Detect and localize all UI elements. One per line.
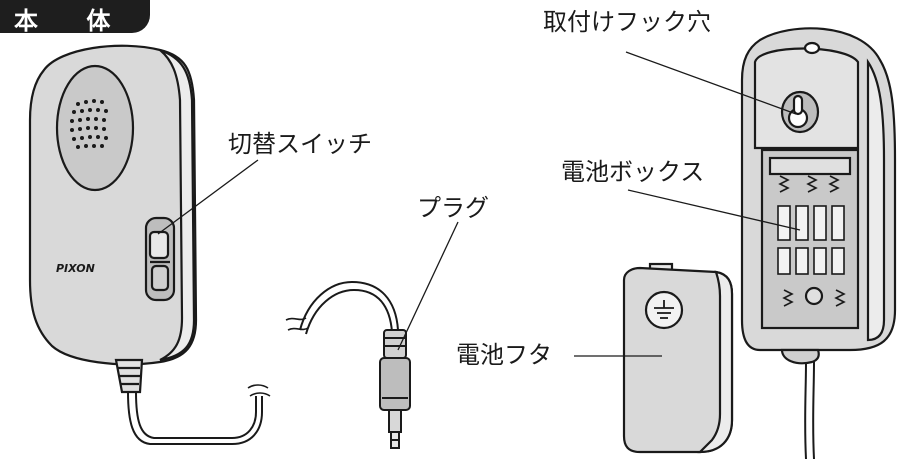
ground-icon xyxy=(654,300,674,319)
battery-springs xyxy=(778,175,846,307)
main-unit-side xyxy=(159,48,196,362)
battery-slots xyxy=(777,205,845,275)
leader-plug xyxy=(397,221,459,351)
plug-cable-break xyxy=(285,317,309,331)
main-unit xyxy=(28,44,198,394)
leader-switch xyxy=(157,159,259,235)
label-switch: 切替スイッチ xyxy=(228,130,372,158)
leader-battery-box xyxy=(627,189,801,231)
cable-break-mark xyxy=(247,384,271,397)
switch-knob xyxy=(148,230,170,260)
plug-cable xyxy=(285,280,399,335)
leader-hook-hole xyxy=(625,51,797,115)
hook-hole xyxy=(780,90,820,134)
section-title: 本 体 xyxy=(14,7,131,35)
ground-symbol-circle xyxy=(644,290,684,330)
battery-cover xyxy=(622,262,734,454)
brand-logo: PIXON xyxy=(56,262,95,275)
section-title-tab: 本 体 xyxy=(0,0,150,35)
label-battery-cover: 電池フタ xyxy=(456,341,552,369)
rear-unit-cable xyxy=(804,361,807,459)
main-unit-cable xyxy=(127,391,263,445)
speaker-grille xyxy=(70,99,108,149)
label-plug: プラグ xyxy=(417,194,489,222)
plug xyxy=(379,329,411,449)
rear-cable-strain-relief xyxy=(780,348,820,365)
label-hook-hole: 取付けフック穴 xyxy=(543,8,711,36)
rear-unit xyxy=(740,27,897,365)
strain-relief-ribs xyxy=(118,366,140,386)
leader-lines xyxy=(157,51,801,357)
battery-cover-body xyxy=(622,266,734,454)
label-battery-box: 電池ボックス xyxy=(561,158,705,186)
